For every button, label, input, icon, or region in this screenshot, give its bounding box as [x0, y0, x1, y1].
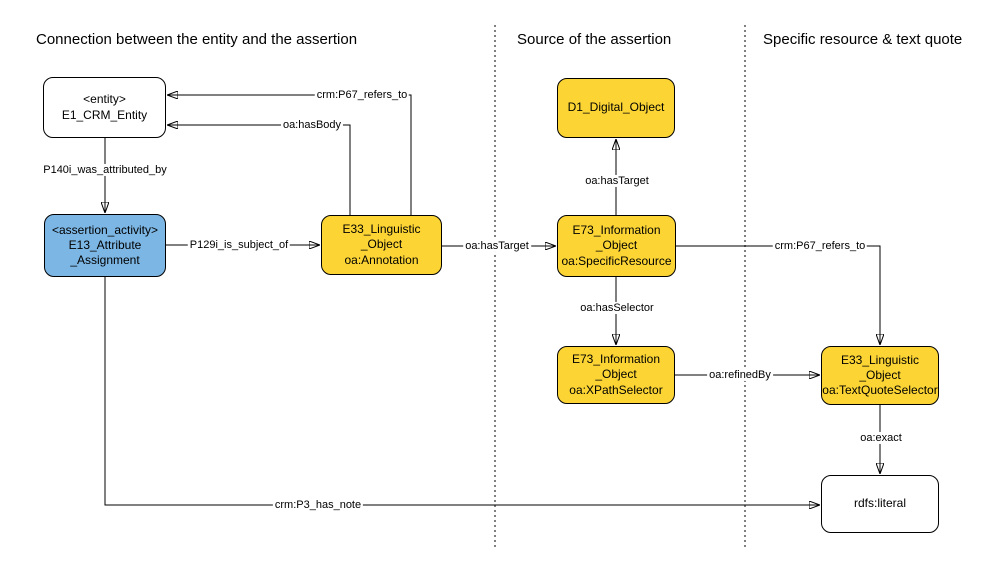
- node-e73-information-object-specificresource: E73_Information _Object oa:SpecificResou…: [557, 215, 676, 277]
- edge-crm-p67-refers-to-top: [167, 95, 412, 215]
- node-e33-linguistic-object-annotation: E33_Linguistic _Object oa:Annotation: [321, 215, 442, 275]
- node-rdfs-literal: rdfs:literal: [821, 475, 939, 533]
- section-title-specific-resource: Specific resource & text quote: [763, 31, 963, 48]
- edge-label-oa-hastarget-vertical: oa:hasTarget: [583, 174, 651, 188]
- edge-label-oa-refinedby: oa:refinedBy: [707, 368, 773, 382]
- edge-oa-hasbody: [167, 125, 351, 215]
- edge-label-oa-exact: oa:exact: [858, 431, 904, 445]
- node-e1-crm-entity: <entity> E1_CRM_Entity: [43, 77, 166, 138]
- edge-label-p140i-was-attributed-by: P140i_was_attributed_by: [41, 163, 169, 177]
- edge-label-crm-p67-refers-to-top: crm:P67_refers_to: [314, 88, 410, 102]
- edge-label-crm-p67-refers-to-right: crm:P67_refers_to: [772, 239, 868, 253]
- edge-label-oa-hasselector: oa:hasSelector: [578, 301, 656, 315]
- section-title-connection: Connection between the entity and the as…: [36, 31, 358, 48]
- edge-label-oa-hastarget-horizontal: oa:hasTarget: [463, 239, 531, 253]
- node-e13-attribute-assignment: <assertion_activity> E13_Attribute _Assi…: [44, 214, 166, 277]
- node-d1-digital-object: D1_Digital_Object: [557, 78, 675, 138]
- node-e73-information-object-xpathselector: E73_Information _Object oa:XPathSelector: [557, 346, 675, 404]
- section-title-source: Source of the assertion: [517, 31, 672, 48]
- node-e33-linguistic-object-textquoteselector: E33_Linguistic _Object oa:TextQuoteSelec…: [821, 346, 939, 405]
- edge-crm-p67-refers-to-right: [676, 245, 880, 345]
- edge-label-crm-p3-has-note: crm:P3_has_note: [272, 498, 364, 512]
- edge-label-oa-hasbody: oa:hasBody: [280, 118, 344, 132]
- edge-label-p129i-is-subject-of: P129i_is_subject_of: [187, 238, 291, 252]
- edge-crm-p3-has-note: [104, 277, 820, 505]
